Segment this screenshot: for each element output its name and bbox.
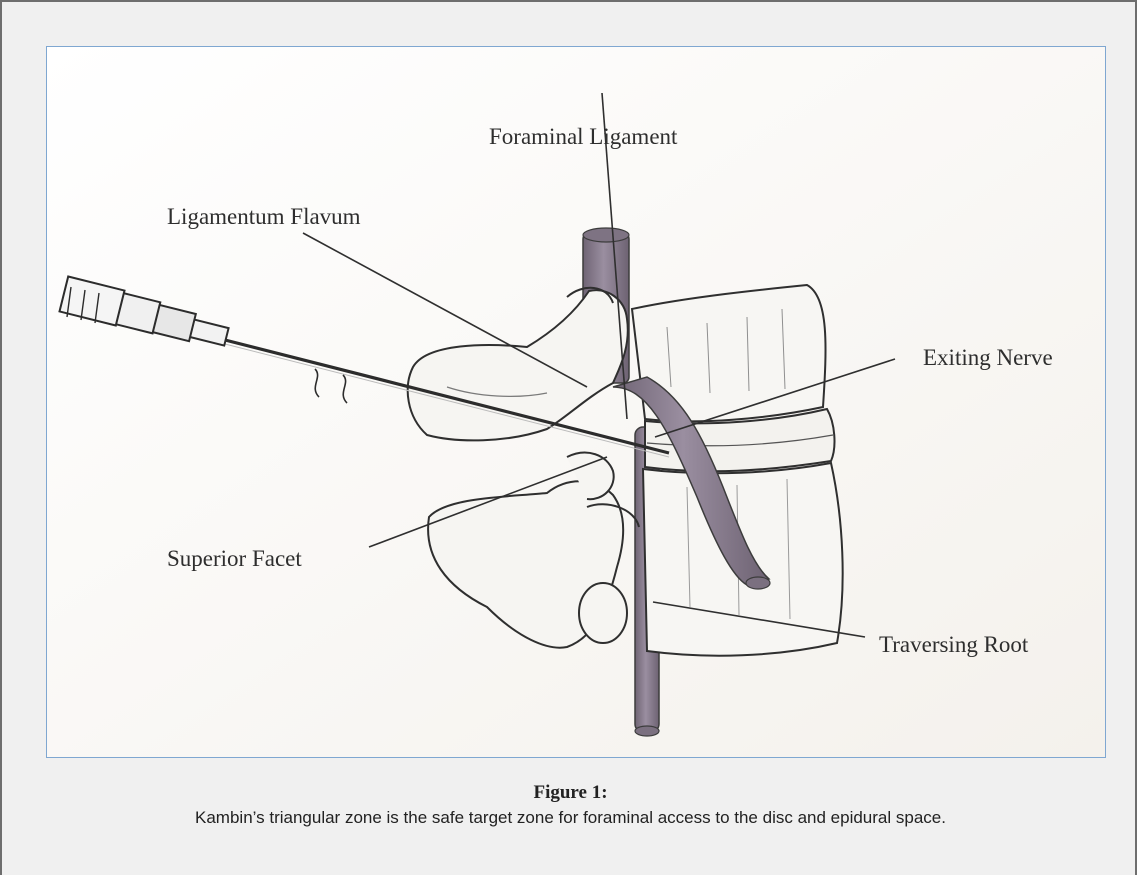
label-traversing-root: Traversing Root: [879, 632, 1029, 657]
label-ligamentum-flavum: Ligamentum Flavum: [167, 204, 361, 229]
figure-frame: Foraminal Ligament Ligamentum Flavum Exi…: [46, 46, 1106, 758]
label-exiting-nerve: Exiting Nerve: [923, 345, 1053, 370]
label-foraminal-ligament: Foraminal Ligament: [489, 124, 678, 149]
label-superior-facet: Superior Facet: [167, 546, 302, 571]
figure-caption-text: Kambin’s triangular zone is the safe tar…: [2, 808, 1137, 828]
figure-caption-title: Figure 1:: [2, 782, 1137, 804]
spine-illustration: Foraminal Ligament Ligamentum Flavum Exi…: [47, 47, 1105, 757]
